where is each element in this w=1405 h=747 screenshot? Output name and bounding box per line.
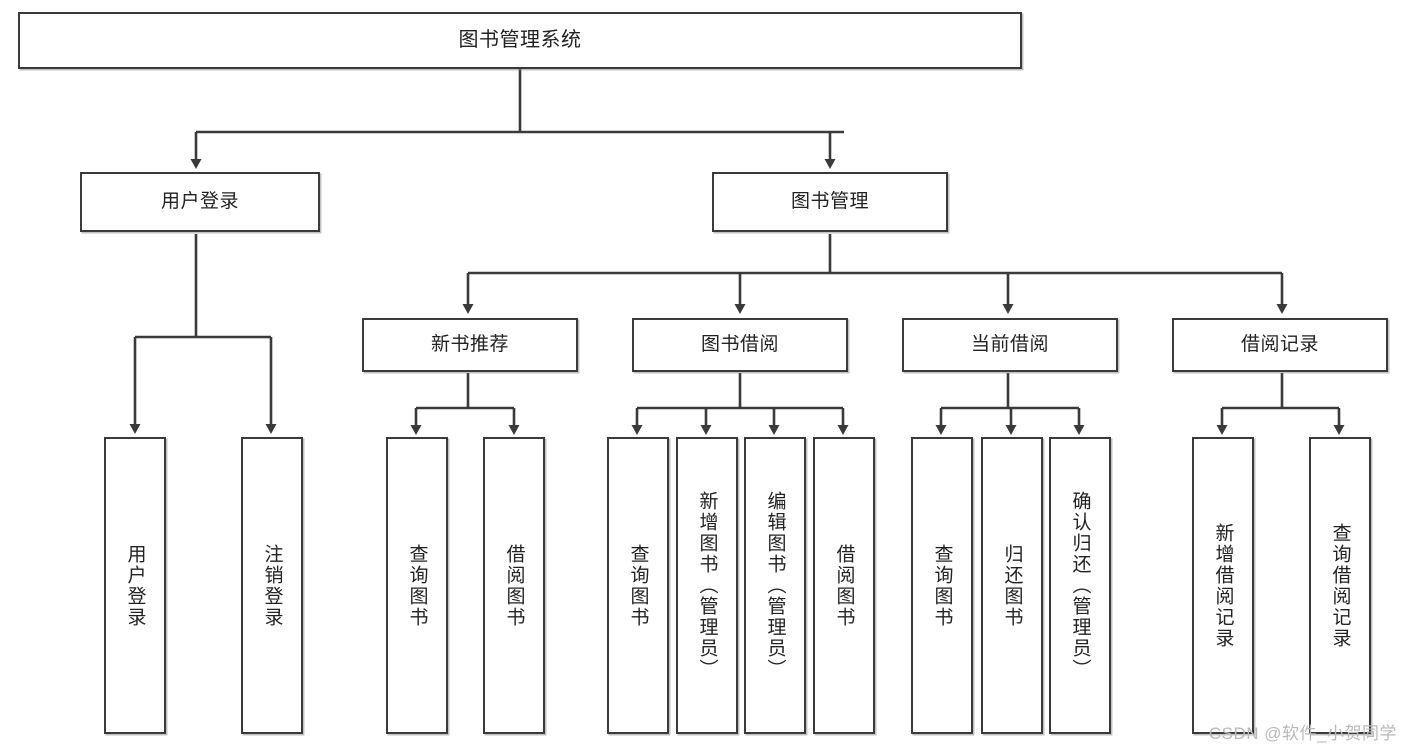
node-leaf-edit-book[interactable]: 编辑图书（管理员） [744,437,806,734]
node-label: 用户登录 [124,543,146,628]
node-new-book-recommend[interactable]: 新书推荐 [362,318,578,372]
node-label: 新增图书（管理员） [696,491,718,680]
node-book-borrow[interactable]: 图书借阅 [632,318,848,372]
csdn-watermark: CSDN @软件_小贺同学 [1208,724,1397,743]
node-label: 编辑图书（管理员） [764,491,786,680]
node-label: 归还图书 [1001,543,1023,628]
node-label: 借阅图书 [503,543,525,628]
node-leaf-query-book-2[interactable]: 查询图书 [607,437,669,734]
node-label: 借阅记录 [1240,333,1319,355]
node-label: 借阅图书 [833,543,855,628]
node-root-system[interactable]: 图书管理系统 [18,12,1022,69]
node-leaf-logout-login[interactable]: 注销登录 [241,437,303,734]
node-label: 新增借阅记录 [1212,522,1234,649]
node-borrow-record[interactable]: 借阅记录 [1172,318,1388,372]
node-label: 图书管理系统 [458,28,582,51]
node-leaf-query-record[interactable]: 查询借阅记录 [1309,437,1371,734]
node-leaf-user-login[interactable]: 用户登录 [104,437,166,734]
node-leaf-borrow-book-2[interactable]: 借阅图书 [813,437,875,734]
node-label: 当前借阅 [970,333,1049,355]
node-leaf-return-book[interactable]: 归还图书 [981,437,1043,734]
node-label: 新书推荐 [430,333,509,355]
node-label: 确认归还（管理员） [1069,491,1091,680]
node-leaf-query-book-3[interactable]: 查询图书 [911,437,973,734]
node-label: 查询借阅记录 [1329,522,1351,649]
node-label: 查询图书 [931,543,953,628]
node-label: 注销登录 [261,543,283,628]
node-leaf-add-record[interactable]: 新增借阅记录 [1192,437,1254,734]
node-current-borrow[interactable]: 当前借阅 [902,318,1118,372]
node-label: 图书管理 [790,190,869,212]
node-user-login[interactable]: 用户登录 [80,172,320,232]
node-leaf-confirm-return[interactable]: 确认归还（管理员） [1049,437,1111,734]
node-leaf-query-book-1[interactable]: 查询图书 [386,437,448,734]
node-book-management[interactable]: 图书管理 [712,172,948,232]
node-leaf-borrow-book-1[interactable]: 借阅图书 [483,437,545,734]
node-label: 图书借阅 [700,333,779,355]
node-label: 查询图书 [627,543,649,628]
node-leaf-add-book[interactable]: 新增图书（管理员） [676,437,738,734]
node-label: 用户登录 [160,190,239,212]
node-label: 查询图书 [406,543,428,628]
